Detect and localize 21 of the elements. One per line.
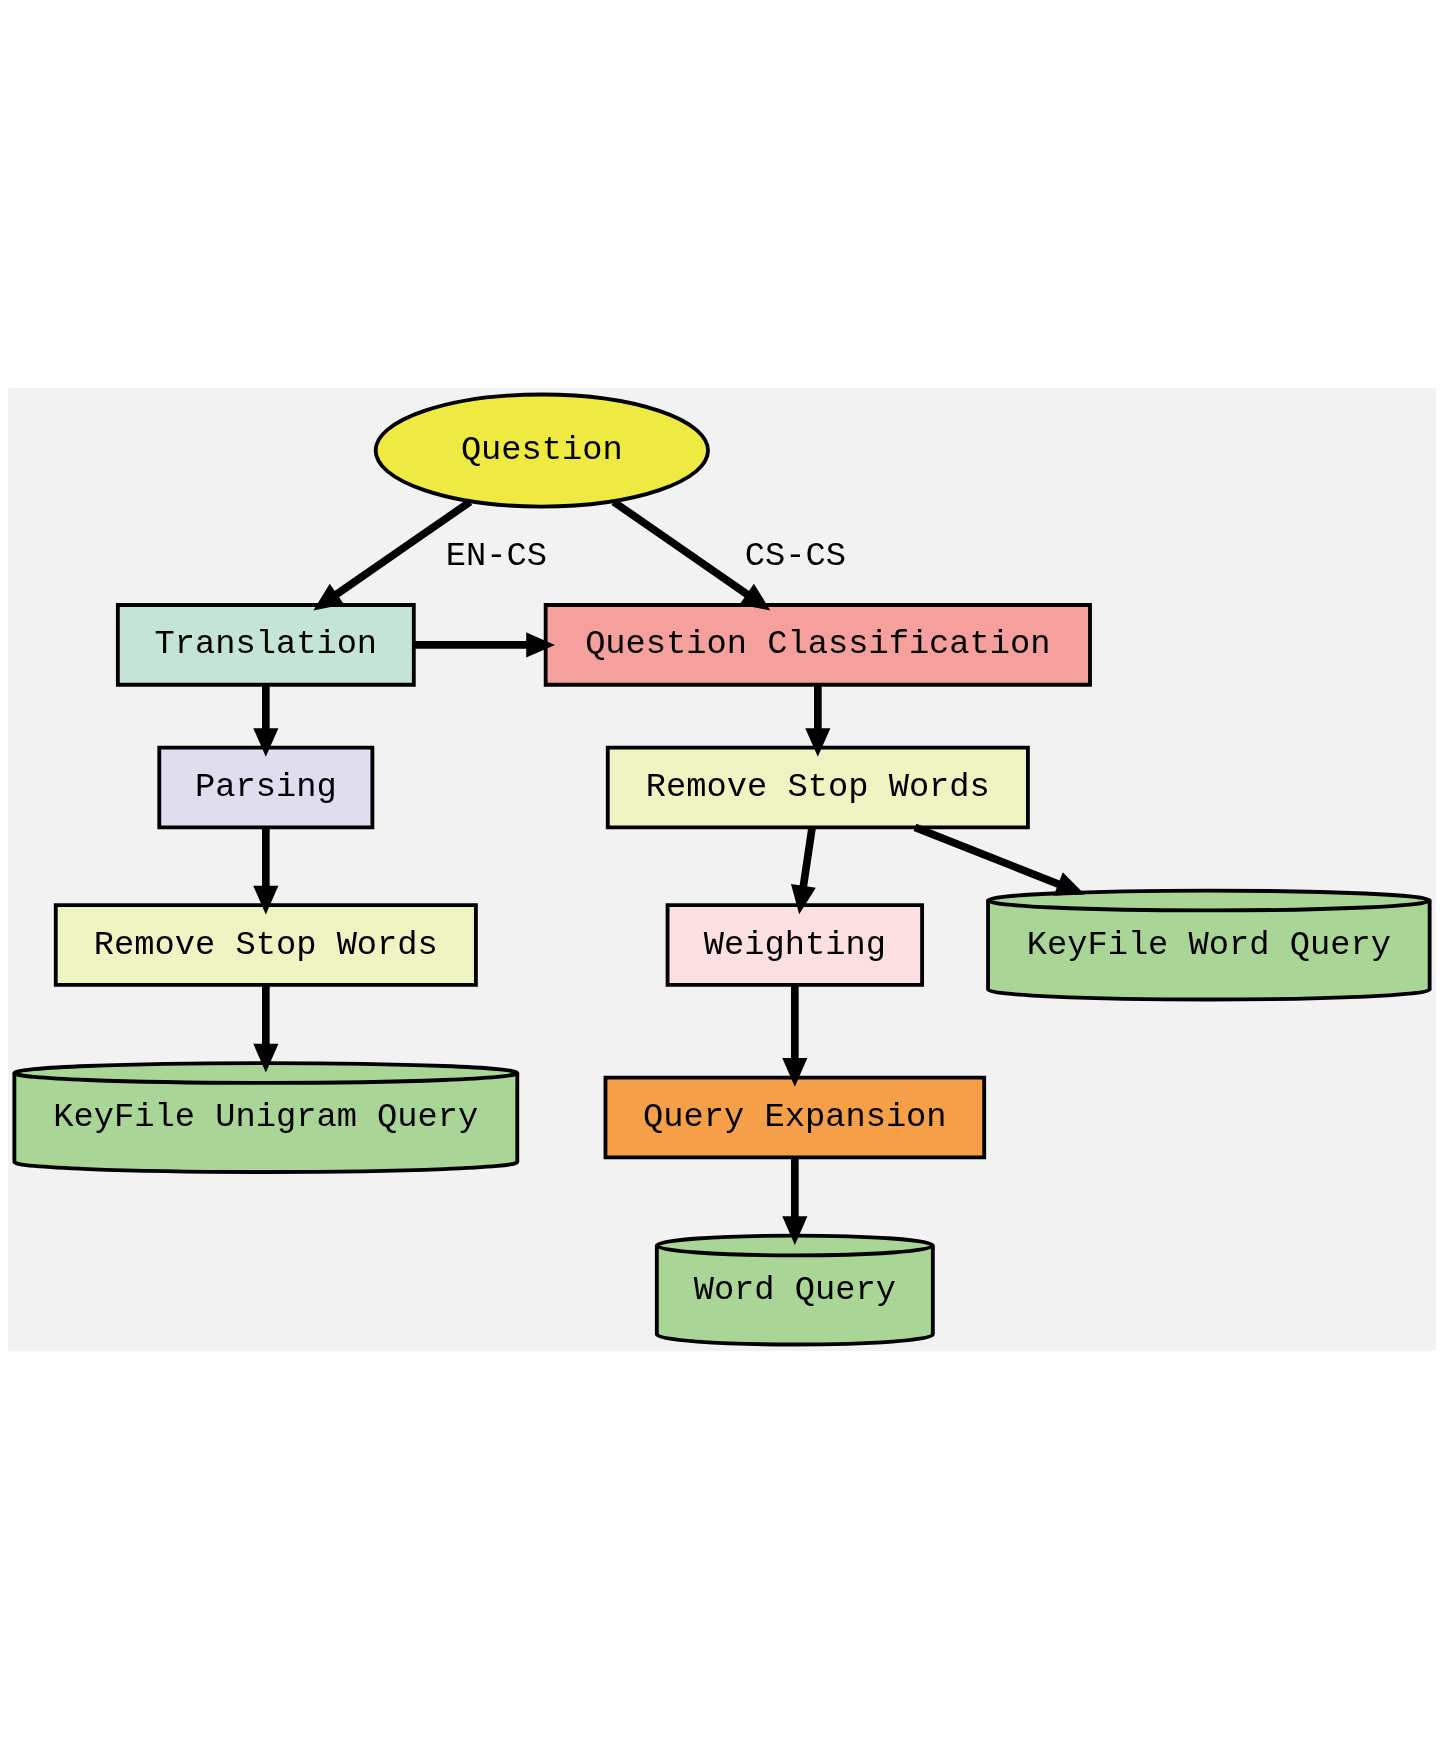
arrow xyxy=(805,685,831,757)
node-box: Query Expansion xyxy=(603,1075,987,1160)
node-box: Question Classification xyxy=(543,603,1092,687)
edge-label: CS-CS xyxy=(744,536,847,575)
node-box: Weighting xyxy=(665,903,924,987)
arrow xyxy=(782,985,808,1087)
node-box: Remove Stop Words xyxy=(605,745,1030,830)
arrow xyxy=(611,498,771,611)
node-box: Remove Stop Words xyxy=(53,903,478,987)
arrow xyxy=(313,498,473,611)
node-ellipse: Question xyxy=(373,392,710,509)
arrow xyxy=(913,823,1085,896)
arrow xyxy=(414,632,555,658)
arrow xyxy=(790,827,816,915)
node-box: Parsing xyxy=(157,745,375,830)
node-box: Translation xyxy=(115,603,416,687)
arrow xyxy=(782,1157,808,1245)
edge-label: EN-CS xyxy=(445,536,548,575)
arrow xyxy=(253,827,279,915)
arrow xyxy=(253,985,279,1073)
arrow xyxy=(253,685,279,757)
